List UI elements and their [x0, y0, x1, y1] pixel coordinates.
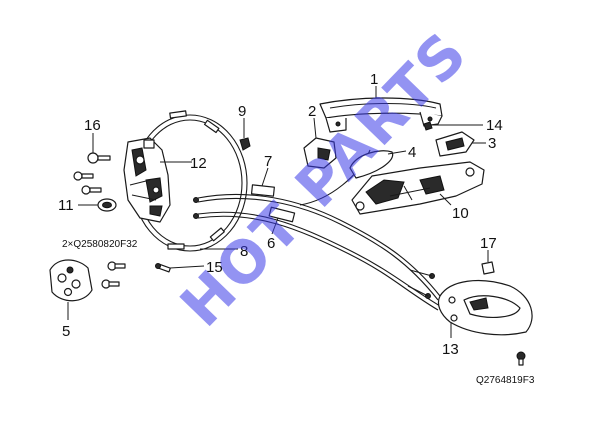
callout-11: 11 — [58, 197, 74, 214]
inner-handle-13 — [437, 279, 533, 336]
callout-5: 5 — [62, 323, 70, 340]
clip-17 — [481, 261, 495, 275]
callout-15: 15 — [206, 259, 223, 276]
cable-ends — [193, 197, 435, 299]
callout-4: 4 — [408, 144, 416, 161]
screws-2x — [101, 261, 126, 289]
callout-3: 3 — [488, 135, 496, 152]
screw-bottom-right — [516, 351, 526, 366]
cover-3 — [435, 131, 475, 157]
clip-14 — [423, 121, 433, 131]
callout-10: 10 — [452, 205, 469, 222]
drawing-id: Q2764819F3 — [476, 375, 535, 386]
callout-6: 6 — [267, 235, 275, 252]
callout-2: 2 — [308, 103, 316, 120]
callout-1: 1 — [370, 71, 378, 88]
screws-16 — [73, 152, 111, 195]
callout-17: 17 — [480, 235, 497, 252]
gasket-4 — [349, 150, 394, 179]
screw-quantity-note: 2×Q2580820F32 — [62, 239, 138, 250]
screw-15 — [155, 263, 171, 273]
callout-12: 12 — [190, 155, 207, 172]
callout-9: 9 — [238, 103, 246, 120]
callout-8: 8 — [240, 243, 248, 260]
callout-13: 13 — [442, 341, 459, 358]
door-latch-12 — [123, 137, 171, 223]
clip-9 — [239, 137, 251, 151]
callout-7: 7 — [264, 153, 272, 170]
callout-16: 16 — [84, 117, 101, 134]
cable-loop-8 — [132, 110, 248, 252]
bracket-5 — [49, 259, 93, 302]
leader-lines — [67, 86, 489, 338]
callout-14: 14 — [486, 117, 503, 134]
grommet-11 — [97, 198, 117, 212]
cable-7 — [197, 184, 441, 301]
handle-carrier-10 — [351, 161, 485, 215]
callout-numbers: 1 2 3 4 5 6 7 8 9 10 11 12 13 14 15 16 1… — [58, 71, 503, 358]
